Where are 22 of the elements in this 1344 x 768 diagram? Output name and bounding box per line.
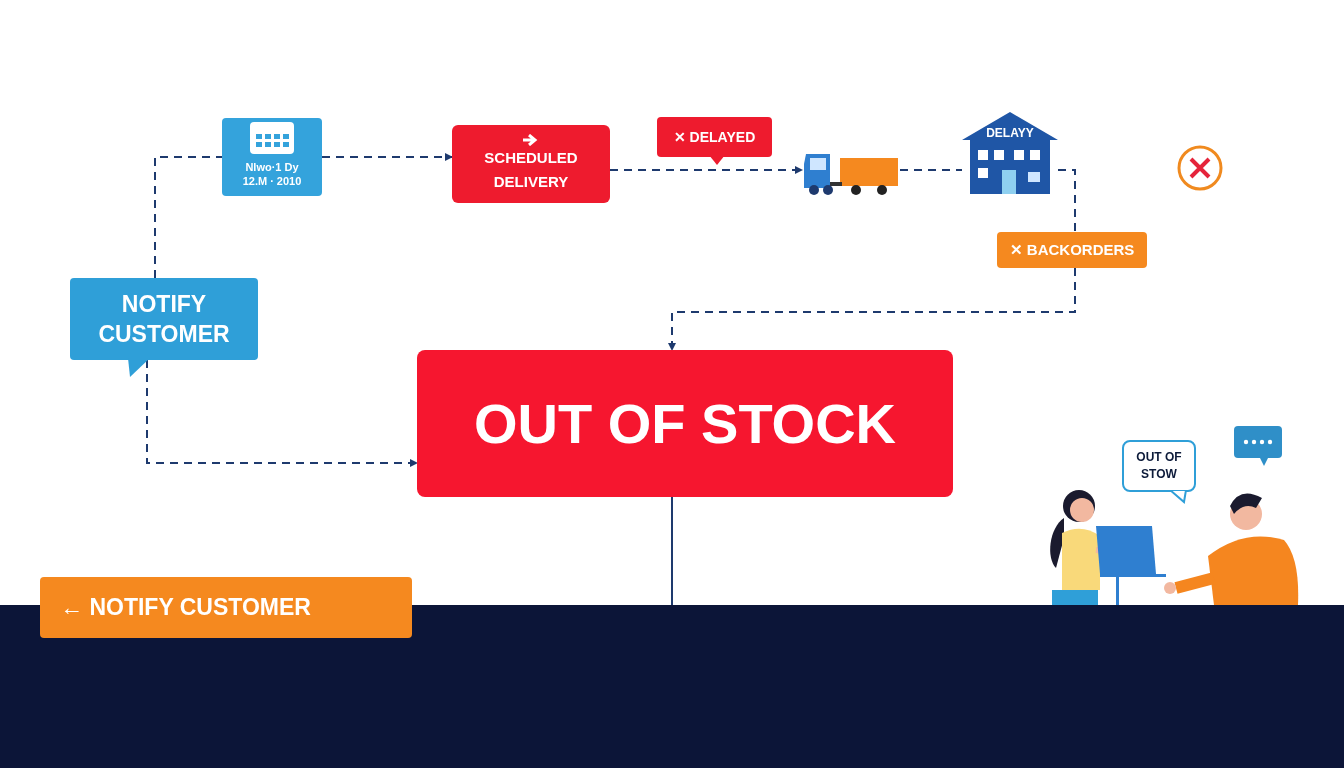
box-label: ✕ DELAYED	[673, 127, 756, 147]
box-label: OUT OF STOCK	[473, 390, 897, 457]
box-label: SCHEDULED DELIVERY	[483, 148, 579, 192]
connector-line	[899, 169, 963, 171]
box-label: ✕ BACKORDERS	[1009, 239, 1135, 260]
status-box	[997, 232, 1147, 268]
arrow	[321, 153, 453, 161]
arrow	[609, 166, 803, 174]
box-label: OUT OF STOW	[1135, 449, 1183, 483]
box-label: NOTIFY CUSTOMER	[97, 290, 231, 349]
box-label: Nlwo·1 Dy 12.M · 2010	[241, 160, 303, 188]
connector-line	[154, 156, 223, 279]
alert-banner	[417, 350, 953, 497]
action-button	[40, 577, 412, 638]
connector-line	[671, 496, 673, 606]
box-label: ← NOTIFY CUSTOMER	[60, 593, 311, 623]
building-sign: DELAYY	[985, 125, 1035, 142]
arrow	[146, 359, 418, 467]
process-box	[452, 125, 610, 203]
connector-line	[1057, 169, 1076, 233]
arrow	[668, 267, 1076, 351]
calendar-card	[222, 118, 322, 196]
